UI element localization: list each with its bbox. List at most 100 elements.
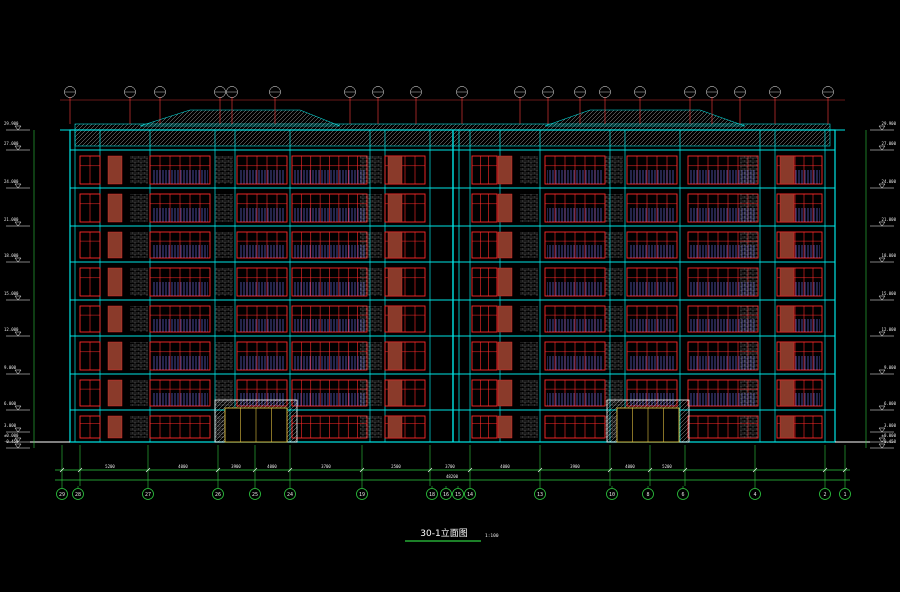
level-triangle [14,295,22,301]
balcony-railing [294,208,365,222]
hatched-wall [520,194,538,222]
colored-panel [107,341,123,371]
drawing-scale: 1:100 [485,533,499,539]
colored-panel [779,193,795,223]
axis-bubble [606,488,618,500]
level-value: 12.000 [4,327,19,332]
level-triangle [14,427,22,433]
level-triangle [14,369,22,375]
balcony-railing [239,170,285,184]
balcony-railing [239,356,285,370]
level-triangle [14,257,22,263]
colored-panel [107,155,123,185]
annotation-callouts [60,86,845,124]
colored-panel [497,193,513,223]
level-value: 27.000 [4,141,19,146]
colored-panel [107,267,123,297]
hatched-wall [215,342,233,370]
level-triangle [14,437,22,443]
axis-bubble [642,488,654,500]
level-triangle [14,443,22,449]
hatched-wall [360,416,382,438]
balcony-railing [239,282,285,296]
level-triangle [14,125,22,131]
colored-panel [497,379,513,407]
colored-panel [779,415,795,439]
hatched-wall [215,232,233,258]
level-marks-left: 29.90027.00024.00021.00018.00015.00012.0… [4,121,35,449]
level-value: 29.900 [882,121,897,126]
hip-roof-right [544,109,746,127]
balcony-railing [294,393,365,406]
axis-label: 29 [59,492,65,498]
balcony-railing [152,245,208,258]
balcony-railing [547,356,603,370]
hatched-wall [360,380,382,406]
level-value: 24.000 [882,179,897,184]
hatched-wall [740,156,758,184]
level-value: ±0.000 [882,433,897,438]
level-triangle [878,221,886,227]
colored-panel [387,267,403,297]
axis-label: 4 [753,492,756,498]
balcony-railing [547,319,603,332]
window [471,415,498,439]
axis-label: 2 [823,492,826,498]
hatched-wall [605,268,623,296]
hatched-wall [215,156,233,184]
axis-label: 13 [537,492,543,498]
hatched-wall [605,306,623,332]
hatched-wall [130,306,148,332]
level-marks-right: 29.90027.00024.00021.00018.00015.00012.0… [865,121,897,449]
dim-tick [77,467,83,473]
hatched-wall [130,232,148,258]
level-triangle [878,443,886,449]
dim-tick [537,467,543,473]
drawing-title-block: 30-1立面图 1:100 [405,527,499,542]
colored-panel [497,231,513,259]
level-value: 21.000 [4,217,19,222]
level-value: 12.000 [882,327,897,332]
colored-panel [497,305,513,333]
dim-tick [682,467,688,473]
dim-tick [359,467,365,473]
level-triangle [878,257,886,263]
level-value: 29.900 [4,121,19,126]
axis-bubble [212,488,224,500]
dim-tick [607,467,613,473]
dim-tick [842,467,848,473]
dim-tick [215,467,221,473]
balcony-railing [690,170,756,184]
colored-panel [387,379,403,407]
balcony-railing [239,245,285,258]
hatched-wall [520,268,538,296]
axis-bubble [839,488,851,500]
axis-label: 10 [609,492,615,498]
hatched-wall [605,156,623,184]
level-triangle [14,183,22,189]
hatched-wall [520,156,538,184]
level-value: 6.000 [4,401,17,406]
balcony-railing [547,208,603,222]
hatched-wall [740,232,758,258]
hatched-wall [360,342,382,370]
level-triangle [878,295,886,301]
dim-tick [427,467,433,473]
hatched-wall [360,306,382,332]
dimension-value: 5200 [105,464,115,469]
level-value: 3.000 [884,423,897,428]
window [471,341,498,371]
colored-panel [779,231,795,259]
level-value: 21.000 [882,217,897,222]
colored-panel [387,231,403,259]
axis-label: 26 [215,492,221,498]
axis-label: 27 [145,492,151,498]
level-value: ±0.000 [4,433,19,438]
level-triangle [14,405,22,411]
hatched-wall [215,194,233,222]
colored-panel [497,415,513,439]
balcony-railing [690,356,756,370]
level-triangle [878,331,886,337]
level-value: 6.000 [884,401,897,406]
